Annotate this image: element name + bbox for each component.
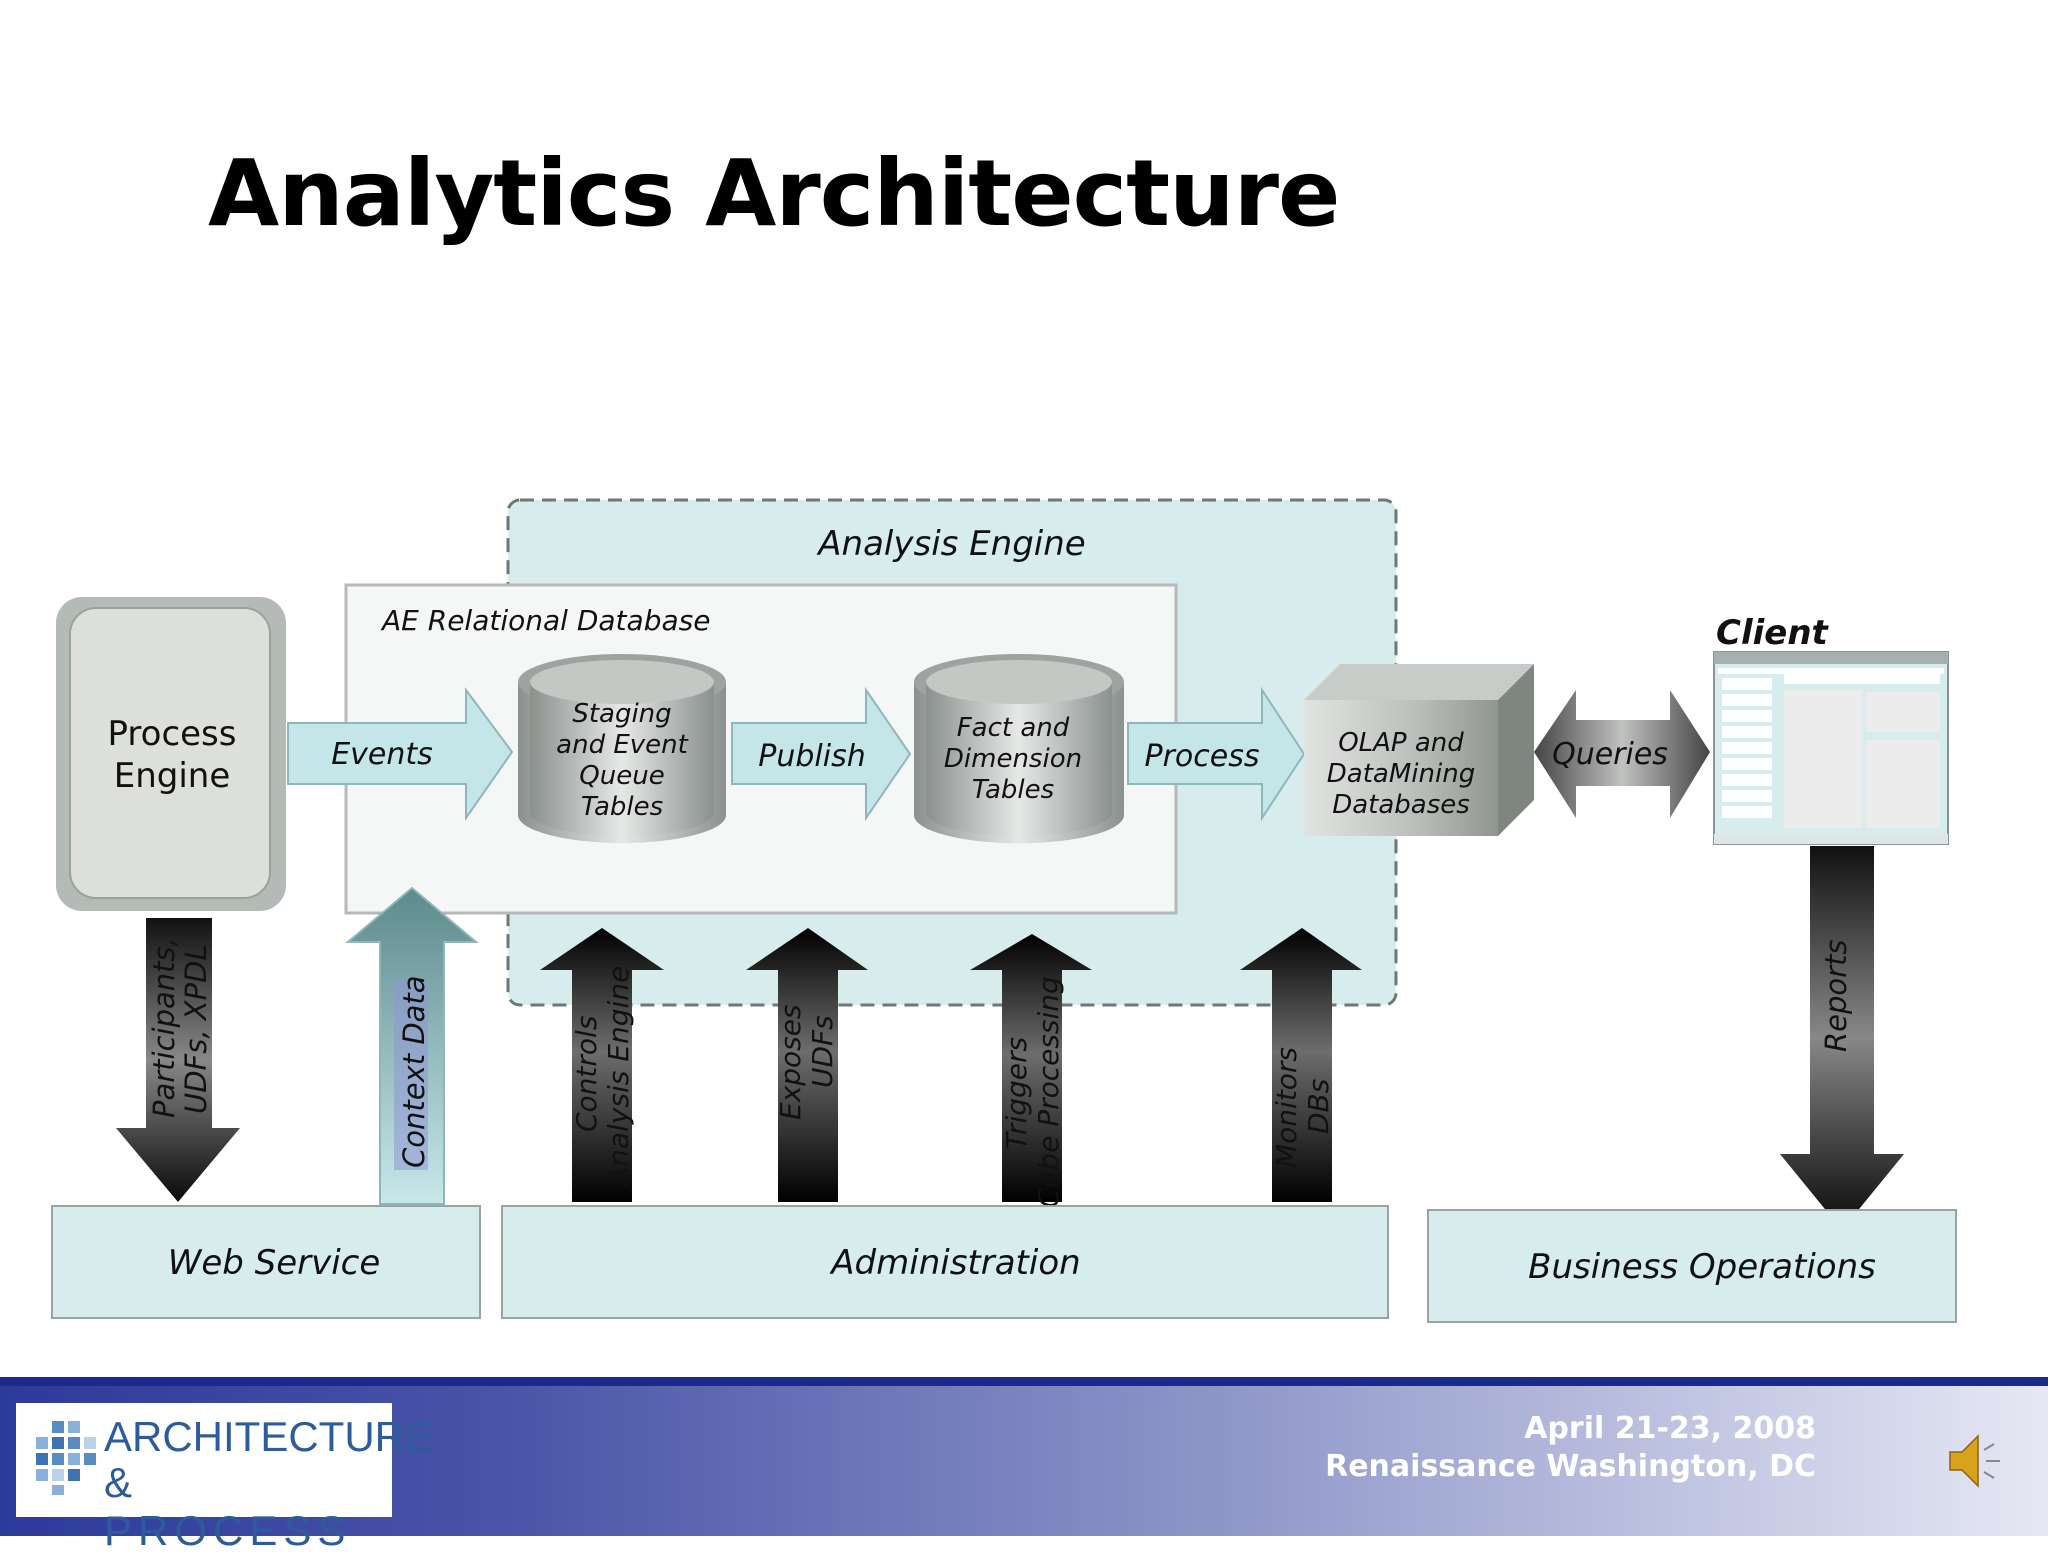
triggers-arrow: Triggers Cube Processing	[970, 934, 1092, 1208]
publish-arrow: Publish	[731, 686, 912, 822]
exposes-line1: Exposes	[774, 1004, 807, 1120]
participants-line2: UDFs, XPDL	[179, 944, 213, 1114]
participants-arrow: Participants, UDFs, XPDL	[116, 918, 240, 1202]
client-label: Client	[1716, 613, 1830, 653]
monitors-arrow: Monitors DBs	[1240, 928, 1362, 1202]
reports-label: Reports	[1819, 939, 1853, 1052]
olap-datamining-cube: OLAP and DataMining Databases	[1304, 664, 1534, 836]
footer-venue: Renaissance Washington, DC	[1325, 1449, 1816, 1484]
process-arrow: Process	[1127, 686, 1306, 822]
olap-line2: DataMining	[1327, 759, 1475, 789]
client-window: Client	[1713, 613, 1949, 845]
analysis-engine-label: Analysis Engine	[816, 524, 1085, 564]
staging-line3: Queue	[579, 761, 664, 791]
olap-line1: OLAP and	[1338, 728, 1464, 758]
fact-line3: Tables	[972, 775, 1054, 805]
process-engine-line1: Process	[108, 714, 237, 754]
architecture-diagram: Analysis Engine AE Relational Database P…	[51, 498, 1957, 1323]
triggers-line1: Triggers	[1000, 1037, 1033, 1150]
conference-logo: ARCHITECTURE & PROCESS	[16, 1403, 433, 1554]
footer-divider	[0, 1377, 2048, 1386]
controls-line2: Analysis Engine	[602, 966, 635, 1188]
process-engine-line2: Engine	[114, 756, 231, 796]
footer-event-info: April 21-23, 2008 Renaissance Washington…	[1325, 1410, 1816, 1486]
events-label: Events	[331, 737, 433, 772]
reports-arrow: Reports	[1780, 846, 1904, 1230]
queries-arrow: Queries	[1534, 690, 1710, 818]
administration-box: Administration	[501, 1205, 1389, 1319]
administration-label: Administration	[829, 1243, 1080, 1283]
context-data-arrow: Context Data	[345, 886, 479, 1205]
logo-grid-icon	[36, 1421, 96, 1495]
page-title: Analytics Architecture	[208, 140, 1340, 247]
process-engine: Process Engine	[56, 597, 286, 911]
logo-text-line2: & PROCESS	[104, 1459, 352, 1554]
staging-line1: Staging	[572, 699, 671, 729]
queries-label: Queries	[1552, 737, 1668, 772]
logo-text-line1: ARCHITECTURE	[104, 1413, 434, 1460]
context-data-label: Context Data	[397, 975, 431, 1168]
fact-line1: Fact and	[957, 713, 1070, 743]
process-label: Process	[1145, 739, 1260, 774]
speaker-icon[interactable]	[1946, 1428, 2006, 1494]
exposes-line2: UDFs	[806, 1015, 839, 1088]
business-operations-label: Business Operations	[1528, 1247, 1876, 1287]
monitors-line2: DBs	[1302, 1079, 1335, 1134]
staging-line2: and Event	[556, 730, 688, 760]
web-service-box: Web Service	[51, 1205, 481, 1319]
controls-line1: Controls	[570, 1016, 603, 1132]
business-operations-box: Business Operations	[1427, 1209, 1957, 1323]
ae-database-label: AE Relational Database	[380, 604, 710, 637]
staging-line4: Tables	[581, 792, 663, 822]
monitors-line1: Monitors	[1270, 1047, 1303, 1168]
publish-label: Publish	[758, 739, 865, 774]
participants-line1: Participants,	[147, 937, 181, 1118]
fact-dimension-cylinder: Fact and Dimension Tables	[914, 654, 1124, 844]
triggers-line2: Cube Processing	[1032, 976, 1065, 1208]
events-arrow: Events	[287, 686, 514, 822]
olap-line3: Databases	[1332, 790, 1470, 820]
controls-arrow: Controls Analysis Engine	[540, 928, 664, 1202]
fact-line2: Dimension	[944, 744, 1082, 774]
footer-date: April 21-23, 2008	[1524, 1411, 1816, 1446]
exposes-arrow: Exposes UDFs	[746, 928, 868, 1202]
staging-cylinder: Staging and Event Queue Tables	[518, 654, 726, 843]
web-service-label: Web Service	[168, 1243, 381, 1283]
